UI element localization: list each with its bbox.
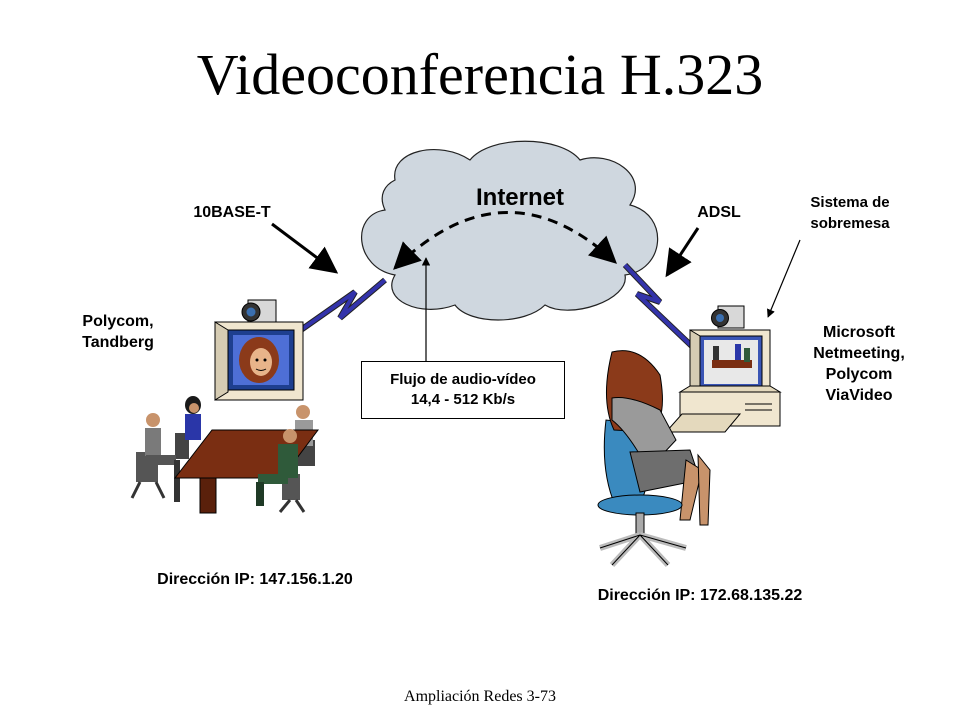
arrow-10base-t (271, 222, 339, 274)
left-ip-label: Dirección IP: 147.156.1.20 (157, 571, 353, 588)
desktop-user (597, 350, 711, 568)
right-software-line-2: Netmeeting, (813, 345, 905, 362)
arrow-adsl (665, 227, 700, 278)
right-link-label: ADSL (697, 204, 741, 221)
desktop-system-pc (664, 305, 782, 433)
left-system-line-1: Polycom, (82, 313, 154, 330)
left-system-line-2: Tandberg (82, 334, 154, 351)
right-software-label: Microsoft Netmeeting, Polycom ViaVideo (794, 322, 924, 406)
arrow-sistema (767, 239, 801, 318)
left-system-label: Polycom, Tandberg (58, 311, 178, 353)
right-system-type-label: Sistema de sobremesa (790, 192, 910, 234)
room-system-monitor (214, 299, 304, 401)
conference-table-group (130, 396, 319, 514)
right-system-type-line-1: Sistema de (810, 194, 890, 211)
right-system-type-line-2: sobremesa (810, 215, 890, 232)
flow-line-1: Flujo de audio-vídeo (390, 371, 536, 388)
cloud-label: Internet (475, 184, 564, 211)
right-software-line-1: Microsoft (823, 324, 895, 341)
internet-cloud (361, 140, 659, 321)
right-software-line-4: ViaVideo (825, 387, 893, 404)
flow-info-box: Flujo de audio-vídeo 14,4 - 512 Kb/s (361, 361, 565, 419)
right-ip-label: Dirección IP: 172.68.135.22 (597, 587, 803, 604)
right-link-zigzag (622, 262, 701, 355)
slide-footer: Ampliación Redes 3-73 (404, 688, 556, 705)
left-link-zigzag (296, 277, 387, 335)
flow-line-2: 14,4 - 512 Kb/s (410, 391, 516, 408)
left-link-label: 10BASE-T (193, 204, 271, 221)
right-software-line-3: Polycom (825, 366, 893, 383)
page-title: Videoconferencia H.323 (196, 42, 764, 107)
data-exchange-arrow (393, 211, 617, 270)
